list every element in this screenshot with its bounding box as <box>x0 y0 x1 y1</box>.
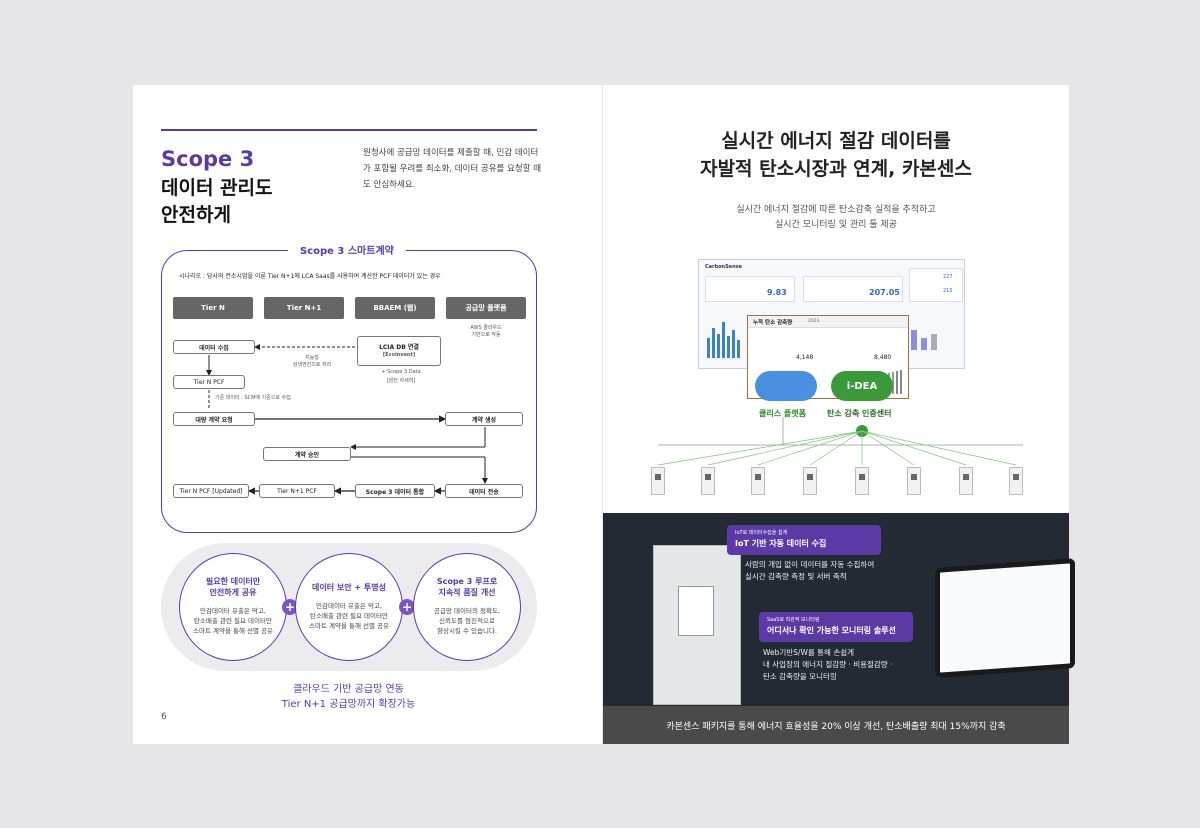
popup-value: 4,148 <box>796 354 814 361</box>
monitor-image <box>935 558 1075 678</box>
meter-icon <box>959 467 973 495</box>
monitoring-desc-line: Web기반S/W를 통해 손쉽게 <box>763 648 855 657</box>
benefit-desc: 공급망 데이터의 정확도, 신뢰도를 점진적으로 향상시킬 수 있습니다. <box>434 607 500 635</box>
popup-title: 누적 탄소 감축량 <box>753 320 793 326</box>
right-subtitle: 실시간 에너지 절감에 따른 탄소감축 실적을 추적하고 실시간 모니터링 및 … <box>603 203 1069 233</box>
header-tier-n1: Tier N+1 <box>264 297 344 319</box>
flow-arrows <box>206 344 488 495</box>
dashboard-value: 215 <box>943 288 953 294</box>
scenario-text: 시나리오 : 당사와 컨소시엄을 이룬 Tier N+1에 LCA Saas를 … <box>179 273 441 280</box>
node-tier-n-pcf-updated: Tier N PCF [Updated] <box>173 484 249 498</box>
iot-callout: IoT로 데이터수집을 쉽게 IoT 기반 자동 데이터 수집 <box>727 525 881 555</box>
right-subtitle-line: 실시간 에너지 절감에 따른 탄소감축 실적을 추적하고 <box>736 205 936 215</box>
meter-icon <box>701 467 715 495</box>
cloud-caption: 클라우드 기반 공급망 연동 Tier N+1 공급망까지 확장가능 <box>133 682 564 712</box>
iot-callout-title: IoT 기반 자동 데이터 수집 <box>735 539 827 548</box>
dashboard-value: 207.05 <box>869 288 900 297</box>
page-title-line: 안전하게 <box>161 204 231 226</box>
page-number: 6 <box>161 712 167 722</box>
benefit-desc: 민감데이터 유출은 막고, 탄소배출 관련 필요 데이터만 스마트 계약을 통해… <box>308 602 390 630</box>
monitoring-desc: Web기반S/W를 통해 손쉽게 내 사업장의 에너지 절감량 · 비용절감량 … <box>763 647 892 683</box>
scope3-source-note: [원천 자세히] <box>386 378 416 384</box>
smart-contract-title-text: Scope 3 스마트계약 <box>300 246 394 257</box>
title-rule <box>161 129 537 131</box>
benefit-bubble: 데이터 보안 + 투명성 민감데이터 유출은 막고, 탄소배출 관련 필요 데이… <box>295 553 403 661</box>
iot-desc-line: 실시간 감축량 측정 및 서버 축적 <box>745 572 847 581</box>
benefit-bubble: 필요한 데이터만 안전하게 공유 민감데이터 유출은 막고, 탄소배출 관련 필… <box>179 553 287 661</box>
footer-banner: 카본센스 패키지를 통해 에너지 효율성을 20% 이상 개선, 탄소배출량 최… <box>603 706 1069 744</box>
monitoring-desc-line: 탄소 감축량을 모니터링 <box>763 672 837 681</box>
node-contract-request: 대량 계약 요청 <box>173 412 255 426</box>
page-title-line: 데이터 관리도 <box>161 177 273 199</box>
dashboard-value: 227 <box>943 274 953 280</box>
iot-desc-line: 사람의 개입 없이 데이터를 자동 수집하여 <box>745 560 875 569</box>
node-data-transfer: 데이터 전송 <box>445 484 523 498</box>
meter-icon <box>1009 467 1023 495</box>
right-subtitle-line: 실시간 모니터링 및 관리 툴 제공 <box>775 220 897 230</box>
iot-cabinet-image <box>653 545 741 705</box>
cloud-caption-line: Tier N+1 공급망까지 확장가능 <box>281 699 416 710</box>
right-title-line: 실시간 에너지 절감 데이터를 <box>721 130 951 152</box>
node-scope3-merge: Scope 3 데이터 통합 <box>355 484 435 498</box>
dashboard-value: 9.83 <box>767 288 787 297</box>
iot-desc: 사람의 개입 없이 데이터를 자동 수집하여 실시간 감축량 측정 및 서버 축… <box>745 559 874 583</box>
benefit-desc: 민감데이터 유출은 막고, 탄소배출 관련 필요 데이터만 스마트 계약을 통해… <box>192 607 274 635</box>
right-title-line: 자발적 탄소시장과 연계, 카본센스 <box>700 158 972 180</box>
meter-icon <box>855 467 869 495</box>
dashboard-trend-chart <box>911 330 937 350</box>
iot-callout-small: IoT로 데이터수집을 쉽게 <box>735 530 788 536</box>
node-contract-create: 계약 생성 <box>445 412 523 426</box>
plus-icon: + <box>282 599 298 615</box>
basis-note: 기준 데이터 : SCM에 기준으로 수집 <box>215 395 291 401</box>
left-page: Scope 3 데이터 관리도 안전하게 원청사에 공급망 데이터를 제출할 때… <box>133 85 602 744</box>
scope3-data-note: + Scope 3 Data <box>381 369 421 375</box>
benefit-title: Scope 3 루프로 지속적 품질 개선 <box>436 577 498 597</box>
node-tier-n1-pcf: Tier N+1 PCF <box>259 484 335 498</box>
popup-year: 2023 <box>808 319 820 324</box>
idea-logo: i-DEA <box>831 371 893 401</box>
dashboard-logo: CarbonSense <box>705 264 743 270</box>
benefit-title: 필요한 데이터만 안전하게 공유 <box>205 577 261 597</box>
header-platform: 공급망 플랫폼 <box>446 297 526 319</box>
smart-contract-title: Scope 3 스마트계약 <box>288 242 406 257</box>
page-title-accent: Scope 3 <box>161 147 255 171</box>
header-bbaem: BBAEM (웹) <box>355 297 435 319</box>
header-tier-n: Tier N <box>173 297 253 319</box>
node-lcia-title: LCIA DB 연결 <box>379 344 419 351</box>
node-contract-approve: 계약 승인 <box>263 447 351 461</box>
benefit-bubble: Scope 3 루프로 지속적 품질 개선 공급망 데이터의 정확도, 신뢰도를… <box>413 553 521 661</box>
cloud-platform-icon <box>755 371 817 401</box>
platform-note: AWS 클라우드 기반으로 작동 <box>470 325 502 338</box>
monitoring-callout: SaaS로 직관적 모니터링 어디서나 확인 가능한 모니터링 솔루션 <box>759 612 913 642</box>
popup-value: 8,480 <box>874 354 892 361</box>
footer-text: 카본센스 패키지를 통해 에너지 효율성을 20% 이상 개선, 탄소배출량 최… <box>666 721 1006 732</box>
intro-text: 원청사에 공급망 데이터를 제출할 때, 민감 데이터가 포함될 우려를 최소화… <box>363 148 542 190</box>
keyword-note: 지능형 검색엔진으로 처리 <box>292 355 332 368</box>
node-data-collect: 데이터 수집 <box>173 340 255 354</box>
meter-icon <box>651 467 665 495</box>
meter-icon <box>751 467 765 495</box>
cloud-platform-label: 클리스 플랫폼 <box>759 409 806 418</box>
node-tier-n-pcf: Tier N PCF <box>173 375 245 389</box>
right-page: 실시간 에너지 절감 데이터를 자발적 탄소시장과 연계, 카본센스 실시간 에… <box>603 85 1075 744</box>
meter-icon <box>803 467 817 495</box>
meter-icon <box>907 467 921 495</box>
node-lcia-sub: [Ecoinvent] <box>382 352 416 358</box>
monitoring-desc-line: 내 사업장의 에너지 절감량 · 비용절감량 · <box>763 660 893 669</box>
benefit-title: 데이터 보안 + 투명성 <box>312 583 386 592</box>
cloud-caption-line: 클라우드 기반 공급망 연동 <box>293 684 404 695</box>
network-lines <box>657 417 1023 466</box>
dashboard-bar-chart <box>707 322 740 358</box>
right-title: 실시간 에너지 절감 데이터를 자발적 탄소시장과 연계, 카본센스 <box>603 127 1069 183</box>
monitoring-callout-title: 어디서나 확인 가능한 모니터링 솔루션 <box>767 626 896 635</box>
idea-label: 탄소 감축 인증센터 <box>827 409 892 418</box>
monitoring-callout-small: SaaS로 직관적 모니터링 <box>767 617 820 623</box>
page-title: 데이터 관리도 안전하게 <box>161 175 273 229</box>
plus-icon: + <box>399 599 415 615</box>
node-lcia: LCIA DB 연결 [Ecoinvent] <box>357 336 441 366</box>
